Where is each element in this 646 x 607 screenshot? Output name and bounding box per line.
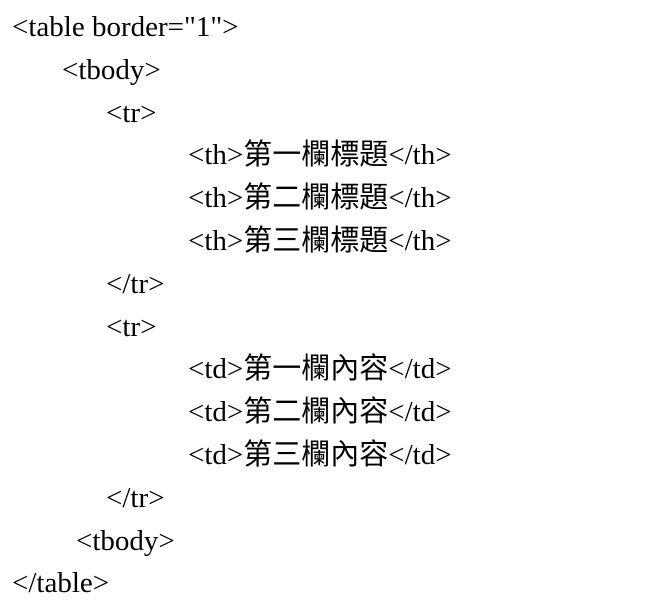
code-line: <th>第二欄標題</th> <box>188 182 452 215</box>
code-line: <tbody> <box>62 53 161 86</box>
code-line: </tr> <box>106 267 165 300</box>
code-line: <td>第二欄內容</td> <box>188 396 452 429</box>
code-line: <tr> <box>106 96 157 129</box>
code-line: </table> <box>12 567 110 600</box>
code-line: <tbody> <box>76 524 175 557</box>
code-line: <th>第三欄標題</th> <box>188 224 452 257</box>
code-line: <th>第一欄標題</th> <box>188 139 452 172</box>
code-line: <tr> <box>106 310 157 343</box>
code-line: <table border="1"> <box>12 11 239 43</box>
code-line: </tr> <box>106 481 165 514</box>
code-line: <td>第三欄內容</td> <box>188 438 452 471</box>
code-line: <td>第一欄內容</td> <box>188 353 452 386</box>
